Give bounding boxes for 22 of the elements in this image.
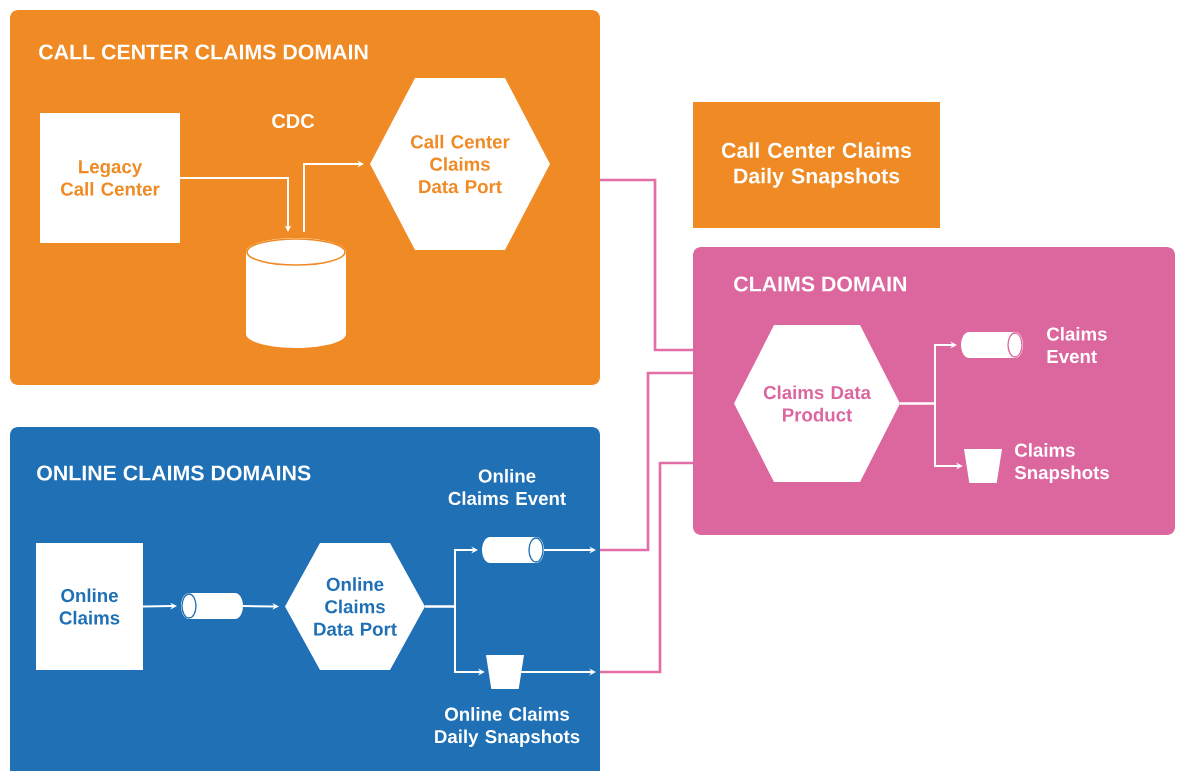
data-port-hexagon: Call Center Claims Data Port	[370, 78, 550, 250]
annotation: CDC	[272, 113, 315, 129]
event-stream-tube	[181, 593, 243, 619]
arrow	[303, 160, 364, 233]
arrow	[179, 177, 292, 232]
shape-caption: Claims Snapshots	[1014, 443, 1109, 483]
data-port-hexagon: Claims Data Product	[734, 325, 900, 482]
shape-caption: Online Claims Daily Snapshots	[435, 707, 580, 747]
database-cylinder	[246, 238, 346, 348]
data-port-hexagon: Online Claims Data Port	[285, 543, 425, 670]
connector-line	[600, 461, 693, 674]
shape-caption: Claims Event	[1047, 326, 1107, 364]
event-stream-tube	[961, 332, 1023, 358]
snapshot-bucket	[964, 449, 1002, 483]
system-box: Legacy Call Center	[40, 113, 180, 243]
system-box: Online Claims	[36, 543, 143, 670]
event-stream-tube	[482, 537, 544, 563]
snapshot-bucket	[486, 655, 524, 689]
shape-caption: Online Claims Event	[448, 468, 566, 506]
connector-line	[600, 371, 693, 552]
connector-line	[600, 178, 693, 352]
system-box: Call Center Claims Daily Snapshots	[693, 102, 940, 228]
